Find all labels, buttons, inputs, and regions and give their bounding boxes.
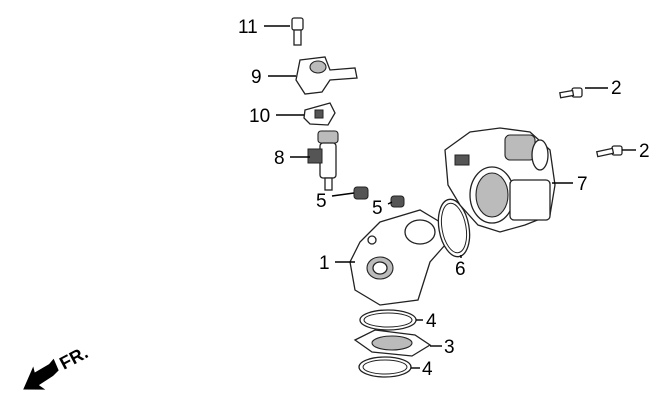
callout-3: 3: [444, 337, 455, 358]
part-o-ring: [358, 356, 412, 378]
callout-8: 8: [274, 148, 285, 169]
callout-5: 5: [372, 198, 383, 219]
arrow-down-left-icon: [23, 358, 59, 390]
callout-4: 4: [426, 311, 437, 332]
part-throttle-body: [444, 127, 556, 233]
callout-7: 7: [577, 174, 588, 195]
part-o-ring-inner: [363, 312, 413, 328]
part-fuel-injector: [307, 130, 339, 191]
callout-10: 10: [249, 106, 270, 127]
part-cap: [390, 195, 405, 208]
front-direction-indicator: FR.: [23, 342, 91, 390]
callout-6: 6: [455, 259, 466, 280]
callout-11: 11: [238, 17, 258, 38]
part-insulator: [353, 329, 432, 357]
front-label: FR.: [56, 342, 91, 373]
part-bolt: [559, 87, 583, 99]
part-bolt-small: [291, 17, 304, 46]
callout-4: 4: [422, 359, 433, 380]
part-clip: [303, 102, 336, 126]
part-cap: [353, 186, 369, 200]
part-fuel-hose-joint: [295, 56, 358, 95]
part-intake-pipe: [349, 209, 446, 306]
callout-5: 5: [316, 191, 327, 212]
part-bolt: [595, 145, 623, 158]
callout-1: 1: [319, 253, 330, 274]
callout-9: 9: [251, 67, 262, 88]
callout-2: 2: [611, 78, 622, 99]
callout-2: 2: [639, 141, 650, 162]
